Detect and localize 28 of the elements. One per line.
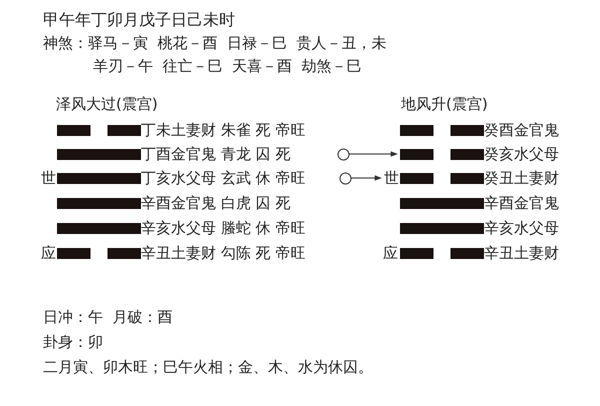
line-text: 丁酉金官鬼 青龙 囚 死 xyxy=(141,144,290,164)
line-text: 癸亥水父母 xyxy=(484,144,559,164)
response-mark: 应 xyxy=(41,243,56,263)
line-text: 辛亥水父母 xyxy=(484,218,559,238)
moving-line-circle xyxy=(338,172,352,184)
line-text: 癸酉金官鬼 xyxy=(484,120,559,140)
date-line: 甲午年丁卯月戊子日己未时 xyxy=(43,10,235,30)
hexagram-title: 泽风大过(震宫) xyxy=(56,94,158,114)
arrow xyxy=(350,175,382,181)
world-mark: 世 xyxy=(384,168,399,188)
hexagram-title: 地风升(震宫) xyxy=(401,94,488,114)
world-mark: 世 xyxy=(41,168,56,188)
note-text: 日冲：午 月破：酉 xyxy=(43,307,173,327)
note-text: 卦身：卯 xyxy=(43,332,103,352)
spirit-list: 羊刃－午 往亡－巳 天喜－酉 劫煞－巳 xyxy=(93,56,362,76)
note-text: 二月寅、卯木旺；巳午火相；金、木、水为休囚。 xyxy=(43,357,373,377)
line-text: 辛亥水父母 螣蛇 休 帝旺 xyxy=(141,218,306,238)
line-text: 丁亥水父母 玄武 休 帝旺 xyxy=(141,168,306,188)
moving-line-circle xyxy=(336,148,350,160)
line-text: 丁未土妻财 朱雀 死 帝旺 xyxy=(141,120,306,140)
line-text: 癸丑土妻财 xyxy=(484,168,559,188)
line-text: 辛酉金官鬼 白虎 囚 死 xyxy=(141,193,290,213)
spirit-list: 神煞：驿马－寅 桃花－酉 日禄－巳 贵人－丑，未 xyxy=(43,33,387,53)
line-text: 辛酉金官鬼 xyxy=(484,193,559,213)
arrow xyxy=(348,151,398,157)
line-text: 辛丑土妻财 勾陈 死 帝旺 xyxy=(141,243,306,263)
response-mark: 应 xyxy=(383,243,398,263)
line-text: 辛丑土妻财 xyxy=(484,243,559,263)
